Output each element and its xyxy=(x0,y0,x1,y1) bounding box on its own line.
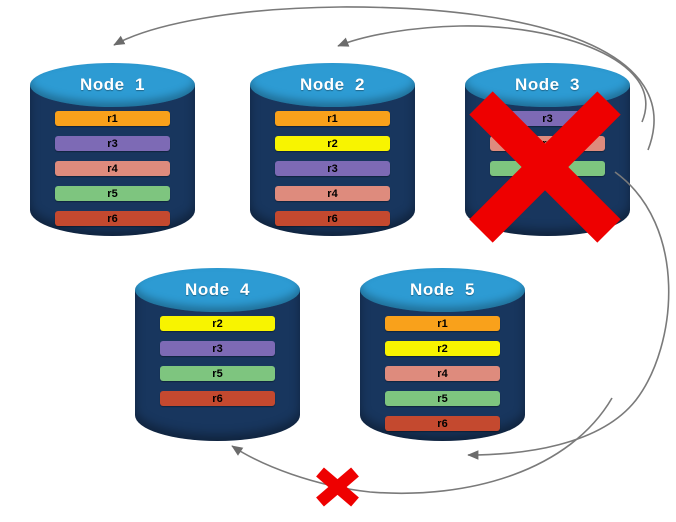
node-1: r1 r3 r4 r5 r6 Node 1 xyxy=(30,63,195,236)
node-1-replica-list: r1 r3 r4 r5 r6 xyxy=(55,111,170,236)
node-5-title: Node 5 xyxy=(410,280,475,299)
replica-bar: r5 xyxy=(160,366,275,381)
node-3: r3 r4 r5 Node 3 xyxy=(465,63,630,236)
replica-bar: r6 xyxy=(160,391,275,406)
node-2-cylinder-top: Node 2 xyxy=(250,63,415,107)
node-4-title: Node 4 xyxy=(185,280,250,299)
replica-bar: r6 xyxy=(275,211,390,226)
replica-bar: r5 xyxy=(385,391,500,406)
blocked-x-stroke xyxy=(316,467,359,507)
node-1-title: Node 1 xyxy=(80,75,145,94)
node-2-title: Node 2 xyxy=(300,75,365,94)
node-3-replica-list: r3 r4 r5 xyxy=(490,111,605,186)
replica-bar: r3 xyxy=(55,136,170,151)
replica-bar: r4 xyxy=(55,161,170,176)
replica-bar: r4 xyxy=(275,186,390,201)
node-1-cylinder-top: Node 1 xyxy=(30,63,195,107)
node-5: r1 r2 r4 r5 r6 Node 5 xyxy=(360,268,525,441)
node-2-replica-list: r1 r2 r3 r4 r6 xyxy=(275,111,390,236)
node-3-title: Node 3 xyxy=(515,75,580,94)
replica-bar: r3 xyxy=(275,161,390,176)
replica-bar: r5 xyxy=(490,161,605,176)
blocked-x-node4-arrow xyxy=(316,467,359,507)
replica-bar: r1 xyxy=(275,111,390,126)
replica-bar: r6 xyxy=(55,211,170,226)
node-4-cylinder-top: Node 4 xyxy=(135,268,300,312)
node-3-cylinder-top: Node 3 xyxy=(465,63,630,107)
replica-bar: r5 xyxy=(55,186,170,201)
blocked-x-stroke xyxy=(316,467,359,507)
replica-bar: r4 xyxy=(490,136,605,151)
node-4: r2 r3 r5 r6 Node 4 xyxy=(135,268,300,441)
replica-bar: r2 xyxy=(385,341,500,356)
replica-bar: r1 xyxy=(385,316,500,331)
node-4-replica-list: r2 r3 r5 r6 xyxy=(160,316,275,416)
replica-bar: r3 xyxy=(490,111,605,126)
node-2: r1 r2 r3 r4 r6 Node 2 xyxy=(250,63,415,236)
replica-bar: r6 xyxy=(385,416,500,431)
replica-bar: r2 xyxy=(275,136,390,151)
replica-bar: r1 xyxy=(55,111,170,126)
replica-bar: r2 xyxy=(160,316,275,331)
node-5-replica-list: r1 r2 r4 r5 r6 xyxy=(385,316,500,441)
replica-bar: r3 xyxy=(160,341,275,356)
node-5-cylinder-top: Node 5 xyxy=(360,268,525,312)
replica-bar: r4 xyxy=(385,366,500,381)
